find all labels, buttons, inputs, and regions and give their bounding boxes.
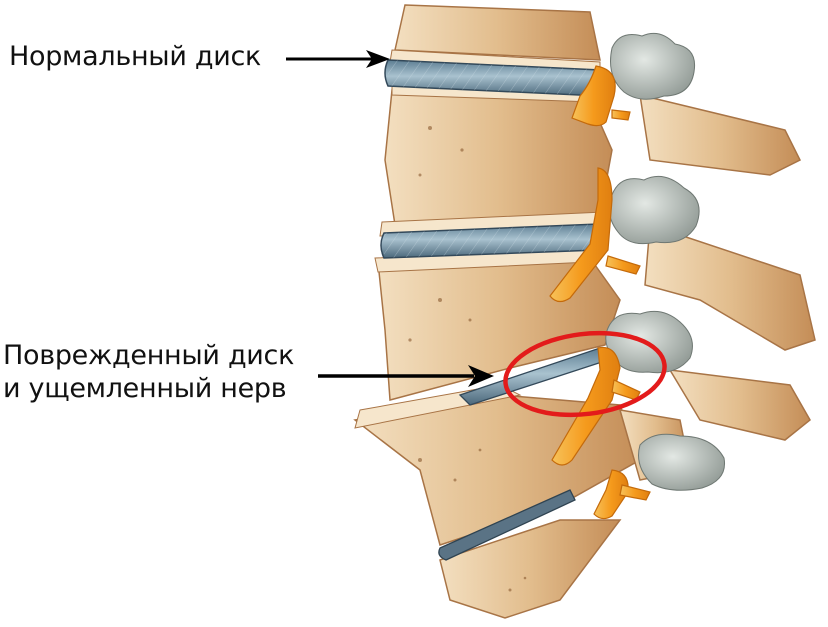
nerve-roots [549, 65, 651, 520]
normal-disc-arrowhead [366, 50, 390, 68]
damaged-disc-label-line1: Поврежденный диск [3, 340, 295, 371]
highlight-ellipse [503, 330, 667, 418]
callout-arrows [286, 50, 494, 387]
damaged-disc-arrowhead [468, 365, 494, 387]
damaged-disc-label: Поврежденный диск и ущемленный нерв [3, 339, 294, 405]
pinched-nerve [551, 346, 621, 466]
intervertebral-discs [380, 59, 610, 561]
normal-disc-label: Нормальный диск [9, 41, 262, 72]
damaged-disc-label-line2: и ущемленный нерв [3, 373, 287, 404]
bone-texture [408, 126, 527, 592]
spinous-processes [618, 94, 816, 481]
osteophytes [605, 32, 726, 491]
